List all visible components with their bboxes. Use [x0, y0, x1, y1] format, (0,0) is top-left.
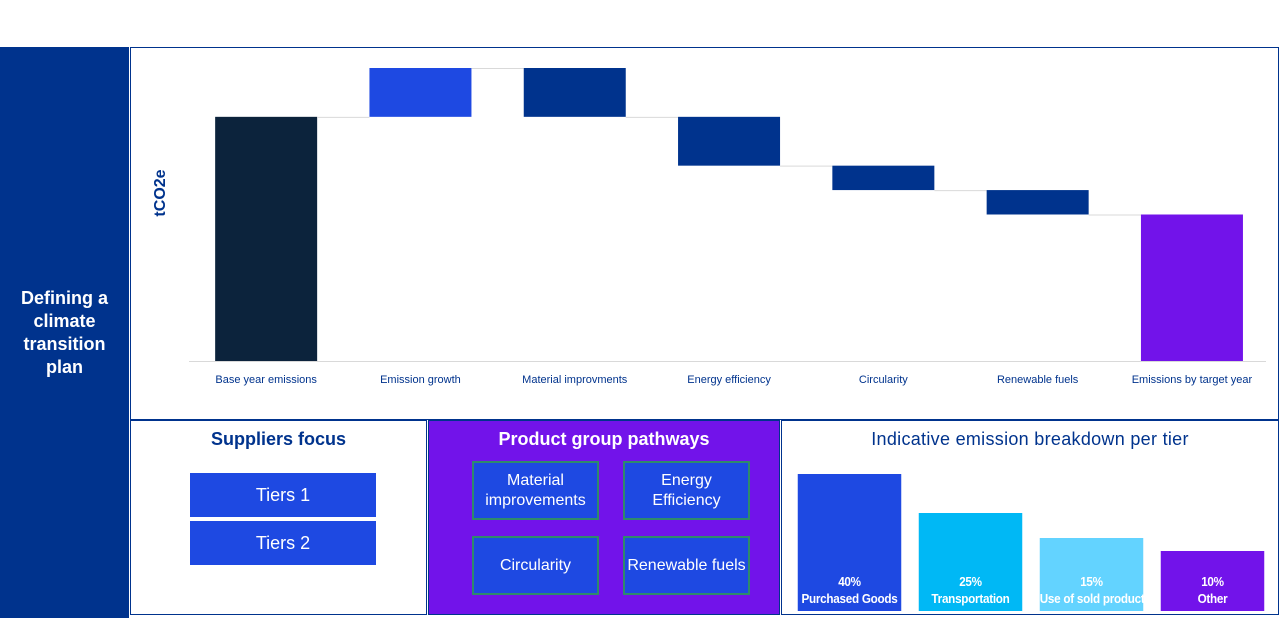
x-tick-label-5: Circularity — [859, 374, 908, 386]
tier-bar-3: 15% Use of sold products — [1039, 538, 1151, 611]
tier-bar-percent: 40% — [838, 574, 861, 589]
emission-breakdown-title: Indicative emission breakdown per tier — [871, 429, 1189, 449]
suppliers-focus-panel: Suppliers focus Tiers 1 Tiers 2 — [130, 420, 427, 615]
waterfall-bar-1 — [215, 116, 318, 361]
pathway-energy-efficiency[interactable]: Energy Efficiency — [623, 461, 750, 520]
x-tick-label-3: Material improvments — [522, 374, 628, 386]
tier-bar-percent: 15% — [1080, 574, 1103, 589]
waterfall-bar-7 — [1140, 214, 1243, 361]
pathway-circularity[interactable]: Circularity — [472, 536, 599, 595]
tier-1-button[interactable]: Tiers 1 — [190, 473, 376, 517]
tier-bar-label: Other — [1197, 591, 1228, 606]
emission-breakdown-panel: Indicative emission breakdown per tier 4… — [781, 420, 1279, 615]
sidebar: Defining a climate transition plan — [0, 47, 129, 618]
x-tick-label-1: Base year emissions — [215, 374, 317, 386]
x-tick-label-7: Emissions by target year — [1132, 374, 1253, 386]
waterfall-bar-2 — [369, 68, 472, 117]
tier-bar-4: 10% Other — [1160, 551, 1265, 611]
tier-2-button[interactable]: Tiers 2 — [190, 521, 376, 565]
tier-bar-label: Transportation — [931, 591, 1010, 606]
sidebar-title: Defining a climate transition plan — [20, 287, 108, 377]
waterfall-bar-3 — [523, 68, 626, 117]
pathway-renewable-fuels[interactable]: Renewable fuels — [623, 536, 750, 595]
tier-bar-1: 40% Purchased Goods — [797, 474, 902, 611]
product-group-pathways-title: Product group pathways — [498, 429, 710, 449]
tier-bar-percent: 10% — [1201, 574, 1224, 589]
pathway-material-improvements[interactable]: Material improvements — [472, 461, 599, 520]
tier-bar-2: 25% Transportation — [918, 513, 1023, 611]
x-tick-label-4: Energy efficiency — [687, 374, 771, 386]
waterfall-bar-6 — [986, 190, 1089, 215]
tier-bar-percent: 25% — [959, 574, 982, 589]
x-tick-label-2: Emission growth — [380, 374, 461, 386]
x-tick-label-6: Renewable fuels — [997, 374, 1079, 386]
product-group-pathways-panel: Product group pathways Material improvem… — [428, 420, 780, 615]
waterfall-bar-4 — [678, 116, 781, 166]
waterfall-bar-5 — [832, 165, 935, 191]
y-axis-label: tCO2e — [152, 169, 169, 216]
suppliers-focus-title: Suppliers focus — [210, 429, 347, 449]
tier-bar-label: Use of sold products — [1039, 591, 1151, 606]
tier-bar-label: Purchased Goods — [801, 591, 898, 606]
